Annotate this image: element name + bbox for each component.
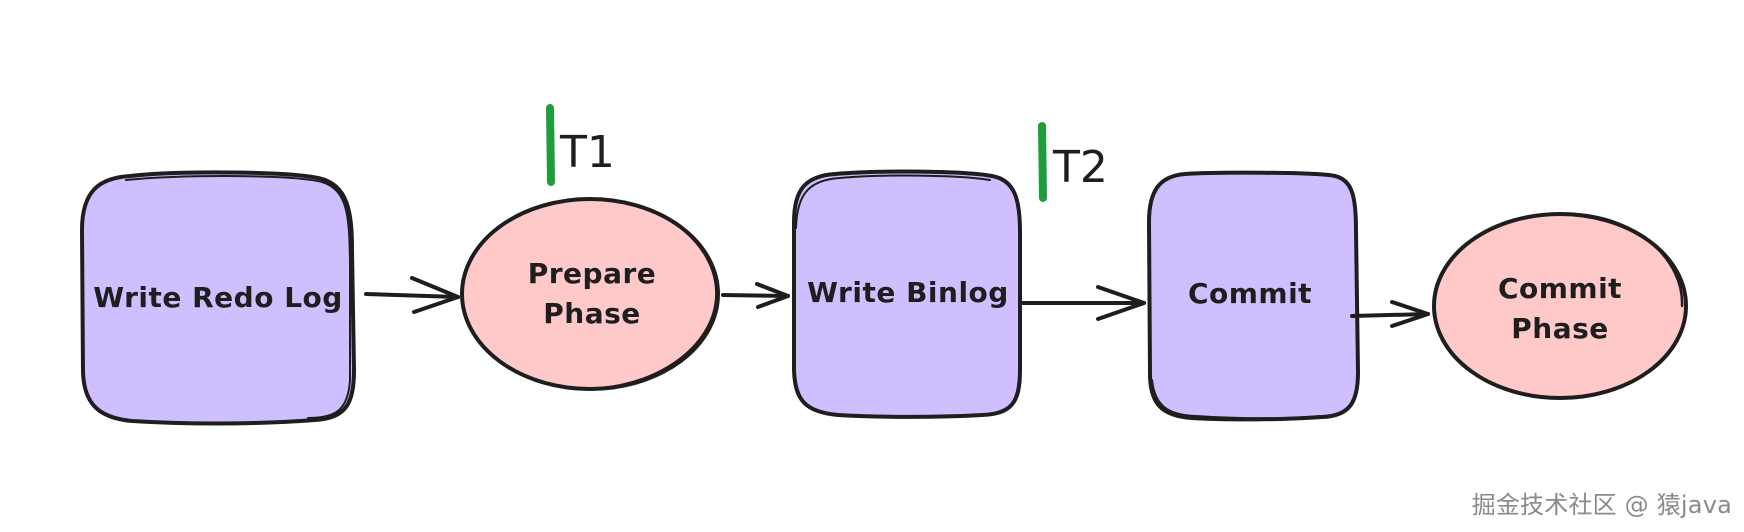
node-commit-phase-stroke-2 [1438, 212, 1684, 308]
arrow-commit-to-commit-phase [1350, 300, 1430, 328]
node-commit-label: Commit [1188, 277, 1312, 310]
node-commit-stroke-2 [1151, 379, 1321, 420]
node-commit-phase: Commit Phase [1432, 212, 1688, 400]
node-commit-shape [1147, 170, 1360, 422]
node-write-binlog-label: Write Binlog [807, 276, 1009, 309]
node-write-redo-log-stroke-2 [125, 175, 351, 419]
node-write-binlog-shape [792, 169, 1022, 419]
arrow-prepare-to-binlog [721, 282, 790, 309]
node-commit: Commit [1147, 170, 1360, 422]
node-prepare-phase-label-line-1: Prepare [528, 257, 657, 290]
marker-t2-line [1038, 122, 1047, 202]
node-commit-phase-label-line-2: Phase [1511, 312, 1609, 345]
node-write-redo-log-shape [80, 170, 356, 426]
watermark: 掘金技术社区 @ 猿java [1471, 491, 1732, 519]
marker-t1: T1 [546, 104, 615, 186]
node-write-binlog: Write Binlog [792, 169, 1022, 419]
node-write-redo-log: Write Redo Log [80, 170, 356, 426]
node-commit-phase-label-line-1: Commit [1498, 272, 1622, 305]
arrow-redo-to-prepare [364, 276, 460, 314]
marker-t2-label: T2 [1052, 142, 1108, 193]
node-write-binlog-stroke-2 [795, 174, 991, 229]
node-write-redo-log-label: Write Redo Log [93, 281, 343, 314]
marker-t1-label: T1 [559, 127, 615, 178]
marker-t1-line [546, 104, 555, 186]
marker-t2: T2 [1038, 122, 1108, 202]
arrow-binlog-to-commit [1021, 285, 1146, 321]
node-prepare-phase-stroke-2 [583, 200, 718, 391]
node-prepare-phase: Prepare Phase [460, 197, 720, 391]
node-prepare-phase-label-line-2: Phase [543, 297, 641, 330]
